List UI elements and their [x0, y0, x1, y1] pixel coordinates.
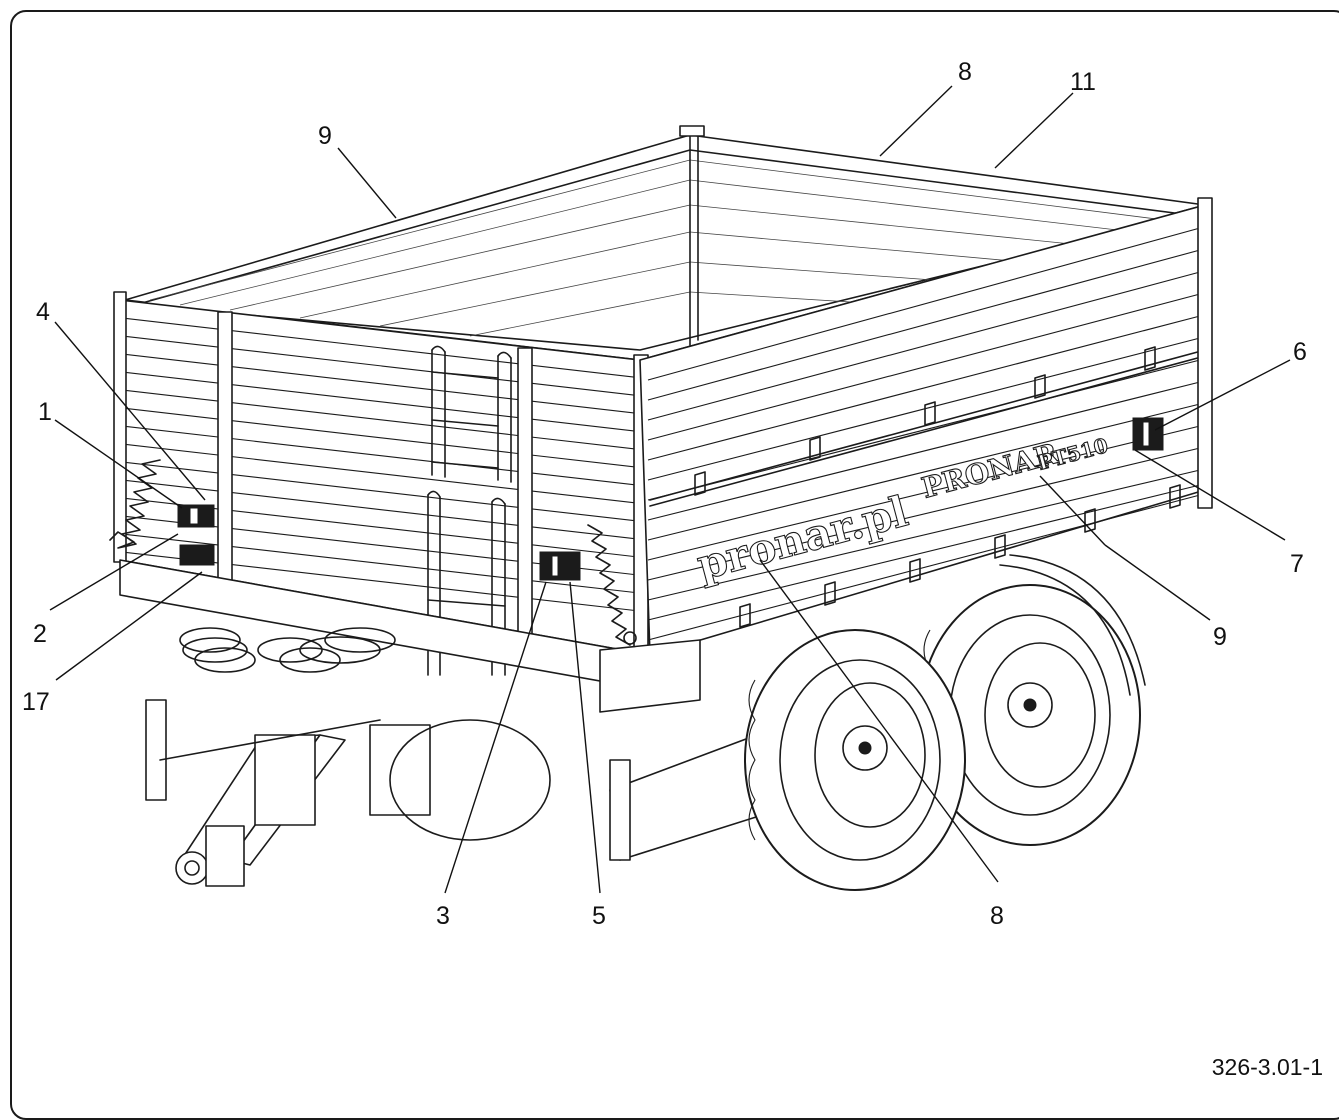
callout-5: 5	[592, 902, 606, 930]
drawing-code: 326-3.01-1	[1211, 1054, 1323, 1080]
callout-17: 17	[22, 688, 50, 716]
callout-9-top: 9	[318, 122, 332, 150]
callout-6: 6	[1293, 338, 1307, 366]
callout-labels: 9 8 11 4 1 2 17 6 7 9 3 5 8	[22, 58, 1307, 930]
callout-7: 7	[1290, 550, 1304, 578]
callout-2: 2	[33, 620, 47, 648]
callout-11: 11	[1070, 68, 1096, 96]
front-wheel	[744, 629, 966, 891]
tipping-springs	[109, 459, 637, 646]
callout-8-bottom: 8	[990, 902, 1004, 930]
callout-4: 4	[36, 298, 50, 326]
callout-9-side: 9	[1213, 623, 1227, 651]
callout-1: 1	[38, 398, 52, 426]
chassis-drawbar	[119, 559, 811, 887]
callout-8-top: 8	[958, 58, 972, 86]
callout-3: 3	[436, 902, 450, 930]
leader-lines	[49, 85, 1291, 894]
wheels	[389, 554, 1146, 891]
